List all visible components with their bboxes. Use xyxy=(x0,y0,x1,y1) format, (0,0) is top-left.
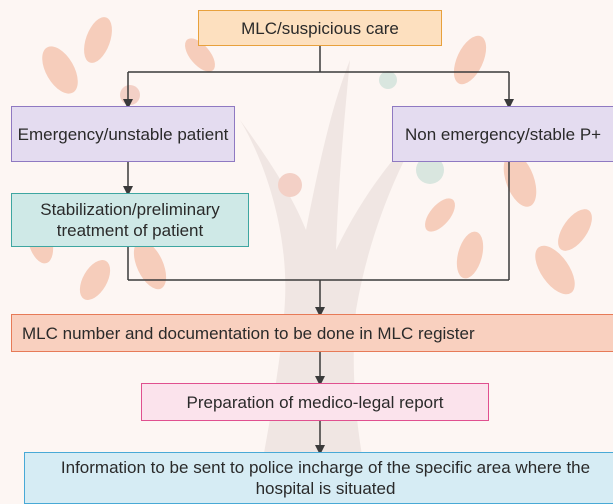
stabilization-label: Stabilization/preliminary treatment of p… xyxy=(40,200,220,240)
non-emergency-patient-label: Non emergency/stable P+ xyxy=(405,124,602,144)
medico-legal-report-node: Preparation of medico-legal report xyxy=(141,383,489,421)
start-node-label: MLC/suspicious care xyxy=(241,18,399,38)
emergency-patient-node: Emergency/unstable patient xyxy=(11,106,235,162)
police-information-label: Information to be sent to police incharg… xyxy=(60,458,591,498)
start-node: MLC/suspicious care xyxy=(198,10,442,46)
non-emergency-patient-node: Non emergency/stable P+ xyxy=(392,106,613,162)
emergency-patient-label: Emergency/unstable patient xyxy=(17,124,229,144)
medico-legal-report-label: Preparation of medico-legal report xyxy=(186,392,444,412)
mlc-documentation-label: MLC number and documentation to be done … xyxy=(22,323,475,343)
mlc-documentation-node: MLC number and documentation to be done … xyxy=(11,314,613,352)
police-information-node: Information to be sent to police incharg… xyxy=(24,452,613,504)
stabilization-node: Stabilization/preliminary treatment of p… xyxy=(11,193,249,247)
